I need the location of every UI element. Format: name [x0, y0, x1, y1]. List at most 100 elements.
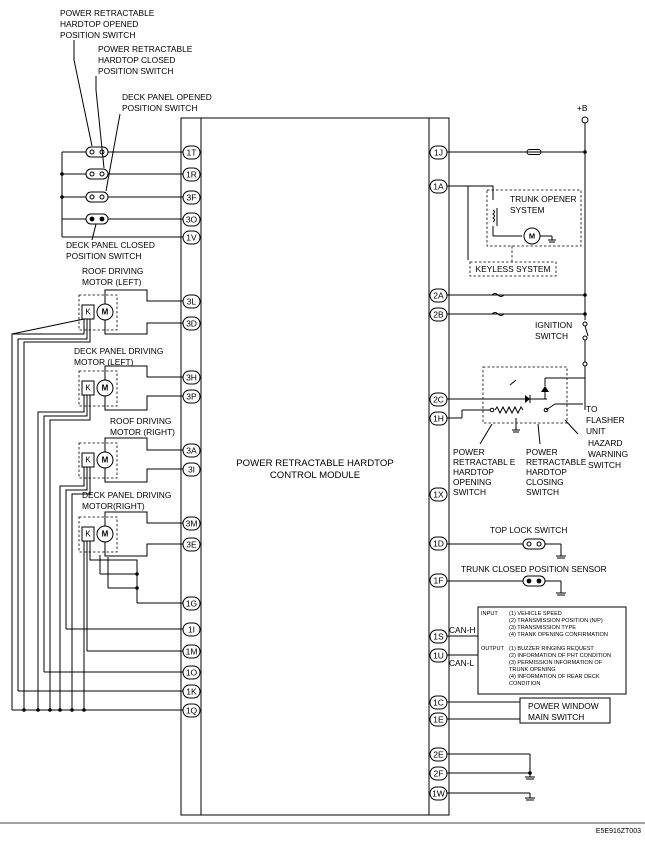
svg-text:HARDTOP: HARDTOP	[453, 467, 494, 477]
label-deck-opened-2: POSITION SWITCH	[122, 103, 197, 113]
switch-panel: TO FLASHER UNIT HAZARD WARNING SWITCH PO…	[447, 366, 628, 497]
figure-code: E5E916ZT003	[596, 828, 641, 835]
svg-text:(1) BUZZER RINGING REQUEST: (1) BUZZER RINGING REQUEST	[509, 646, 594, 652]
svg-text:OPENING: OPENING	[453, 477, 492, 487]
pin-2B: 2B	[429, 307, 448, 322]
svg-text:1O: 1O	[186, 668, 198, 678]
svg-text:CLOSING: CLOSING	[526, 477, 564, 487]
label-hardtop-opened-3: POSITION SWITCH	[60, 30, 135, 40]
label-hardtop-closed-3: POSITION SWITCH	[98, 66, 173, 76]
pin-1R: 1R	[182, 167, 201, 182]
svg-text:3H: 3H	[186, 373, 197, 383]
svg-text:1T: 1T	[187, 148, 197, 158]
svg-text:1F: 1F	[434, 576, 444, 586]
svg-text:MAIN SWITCH: MAIN SWITCH	[528, 712, 584, 722]
svg-text:1V: 1V	[186, 233, 197, 243]
svg-text:CONDITION: CONDITION	[509, 681, 540, 687]
trunk-opener: TRUNK OPENER SYSTEM M KEYLESS SYSTEM	[447, 185, 582, 277]
can-bus: CAN-H CAN-L INPUT (1) VEHICLE SPEED (2) …	[447, 606, 627, 695]
pin-1J: 1J	[429, 145, 448, 160]
keyless-system-label: KEYLESS SYSTEM	[476, 264, 551, 274]
svg-text:3E: 3E	[186, 540, 197, 550]
module-title-line1: POWER RETRACTABLE HARDTOP	[236, 458, 393, 469]
pin-1W: 1W	[429, 786, 448, 801]
motor-icon: M	[102, 530, 109, 539]
hall-sensor-icon: K	[85, 456, 91, 465]
window-switch: POWER WINDOW MAIN SWITCH	[447, 697, 611, 724]
svg-text:2E: 2E	[433, 750, 444, 760]
svg-text:FLASHER: FLASHER	[586, 415, 625, 425]
svg-text:DECK PANEL DRIVING: DECK PANEL DRIVING	[82, 490, 171, 500]
pin-1T: 1T	[182, 145, 201, 160]
svg-text:2C: 2C	[433, 395, 444, 405]
label-hardtop-closed-1: POWER RETRACTABLE	[98, 44, 193, 54]
right-pins: 1J 1A 2A 2B 2C 1H 1X 1D 1F 1S 1U 1C 1E 2…	[429, 145, 448, 801]
left-pins: 1T 1R 3F 3O 1V 3L 3D 3H 3P 3A 3I 3M 3E 1…	[182, 145, 201, 718]
svg-text:ROOF DRIVING: ROOF DRIVING	[110, 416, 171, 426]
svg-text:3P: 3P	[186, 392, 197, 402]
label-hardtop-opened-2: HARDTOP OPENED	[60, 19, 138, 29]
pin-2A: 2A	[429, 288, 448, 303]
svg-text:(3) PERMISSION INFORMATION OF: (3) PERMISSION INFORMATION OF	[509, 660, 603, 666]
svg-text:1W: 1W	[432, 789, 445, 799]
motor-icon: M	[529, 232, 535, 241]
svg-text:(2) INFORMATION OF PHT CONDITI: (2) INFORMATION OF PHT CONDITION	[509, 653, 611, 659]
svg-text:TO: TO	[586, 404, 598, 414]
pin-3D: 3D	[182, 316, 201, 331]
pin-1D: 1D	[429, 536, 448, 551]
pin-3F: 3F	[182, 190, 201, 205]
roof-motor-left: ROOF DRIVING MOTOR (LEFT) K M	[78, 266, 183, 335]
svg-text:(4) TRANK OPENING CONFIRMATION: (4) TRANK OPENING CONFIRMATION	[509, 632, 608, 638]
svg-text:MOTOR(RIGHT): MOTOR(RIGHT)	[82, 501, 145, 511]
pin-3I: 3I	[182, 462, 201, 477]
svg-text:3I: 3I	[188, 465, 195, 475]
svg-text:1C: 1C	[433, 698, 444, 708]
svg-text:IGNITION: IGNITION	[535, 320, 572, 330]
pin-3P: 3P	[182, 389, 201, 404]
svg-text:MOTOR (LEFT): MOTOR (LEFT)	[74, 357, 134, 367]
svg-text:SWITCH: SWITCH	[535, 331, 568, 341]
control-module: POWER RETRACTABLE HARDTOP CONTROL MODULE	[180, 117, 450, 816]
pin-3A: 3A	[182, 443, 201, 458]
svg-text:HARDTOP: HARDTOP	[526, 467, 567, 477]
roof-motor-right: ROOF DRIVING MOTOR (RIGHT) K M	[78, 416, 183, 483]
label-hardtop-opened-1: POWER RETRACTABLE	[60, 8, 155, 18]
svg-text:SWITCH: SWITCH	[453, 487, 486, 497]
svg-text:SYSTEM: SYSTEM	[510, 205, 544, 215]
svg-text:TRUNK OPENER: TRUNK OPENER	[510, 194, 577, 204]
sensor-harness	[11, 318, 183, 712]
pin-1F: 1F	[429, 573, 448, 588]
svg-text:TOP LOCK SWITCH: TOP LOCK SWITCH	[490, 525, 567, 535]
motor-icon: M	[102, 384, 109, 393]
svg-text:SWITCH: SWITCH	[588, 460, 621, 470]
pin-3E: 3E	[182, 537, 201, 552]
motor-icon: M	[102, 308, 109, 317]
svg-text:3A: 3A	[186, 446, 197, 456]
trunk-closed-sensor: TRUNK CLOSED POSITION SENSOR	[447, 564, 607, 596]
svg-text:2B: 2B	[433, 310, 444, 320]
pin-3M: 3M	[182, 516, 201, 531]
svg-text:1S: 1S	[433, 632, 444, 642]
pin-1X: 1X	[429, 487, 448, 502]
pin-1U: 1U	[429, 648, 448, 663]
svg-text:1D: 1D	[433, 539, 444, 549]
svg-text:1K: 1K	[186, 687, 197, 697]
svg-text:UNIT: UNIT	[586, 426, 606, 436]
svg-text:DECK PANEL DRIVING: DECK PANEL DRIVING	[74, 346, 163, 356]
pin-1C: 1C	[429, 695, 448, 710]
pin-1H: 1H	[429, 411, 448, 426]
label-hardtop-closed-2: HARDTOP CLOSED	[98, 55, 175, 65]
svg-text:TRUNK CLOSED POSITION SENSOR: TRUNK CLOSED POSITION SENSOR	[461, 564, 607, 574]
svg-text:2A: 2A	[433, 291, 444, 301]
pin-1I: 1I	[182, 622, 201, 637]
svg-text:1J: 1J	[434, 148, 443, 158]
pin-1V: 1V	[182, 230, 201, 245]
svg-text:3D: 3D	[186, 319, 197, 329]
svg-text:3L: 3L	[187, 297, 197, 307]
module-title-line2: CONTROL MODULE	[270, 470, 360, 481]
svg-text:RETRACTABL E: RETRACTABL E	[453, 457, 516, 467]
pin-1E: 1E	[429, 712, 448, 727]
pin-3H: 3H	[182, 370, 201, 385]
svg-text:TRUNK OPENING: TRUNK OPENING	[509, 667, 556, 673]
pin-2E: 2E	[429, 747, 448, 762]
